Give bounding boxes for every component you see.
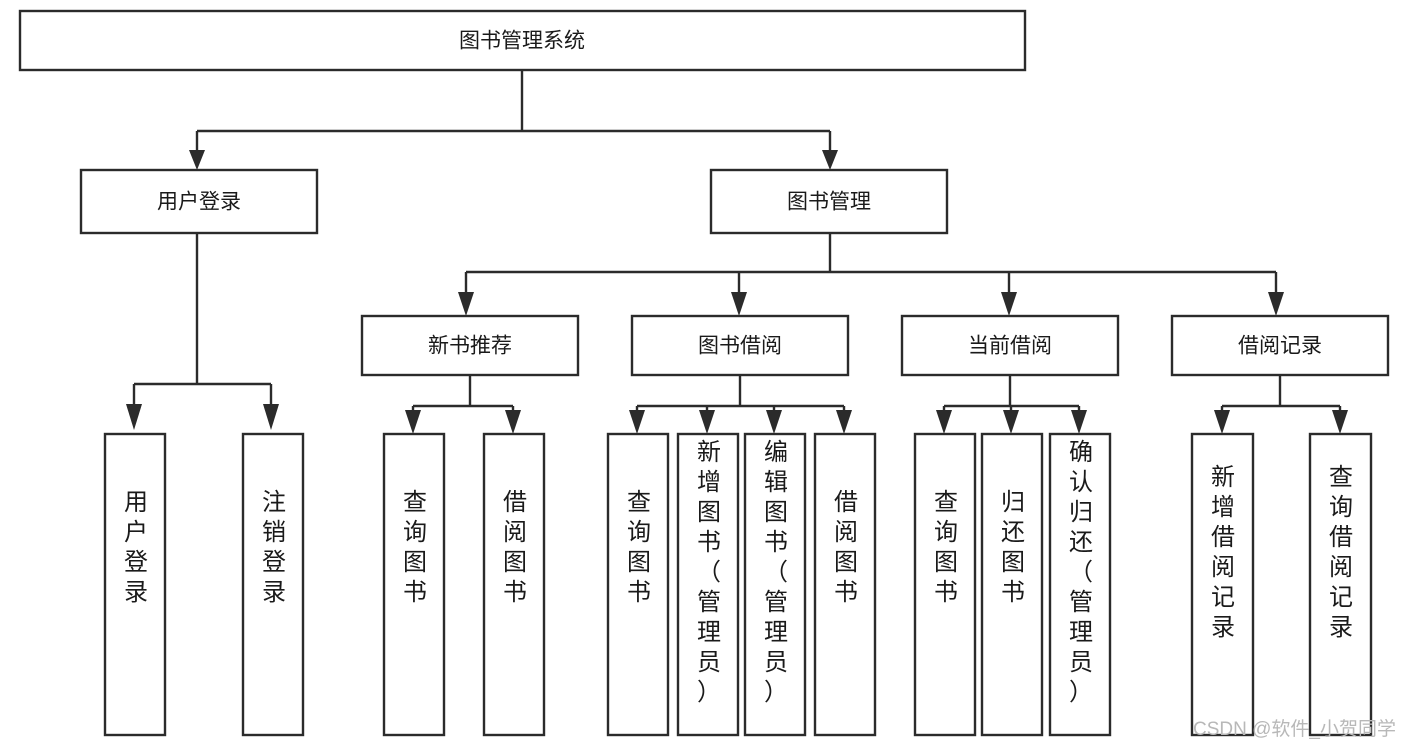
node-leaf-user-login-label: 用户登录 [124,489,148,606]
node-root[interactable]: 图书管理系统 [18,9,1027,72]
node-book-management-label: 图书管理 [787,191,871,214]
arrow-head-leaf-logout-login [263,404,279,430]
arrow-head-borrow-record [1268,292,1284,316]
node-leaf-borrow-book-2[interactable]: 借阅图书 [813,432,877,737]
node-leaf-user-login-box[interactable] [103,432,167,737]
node-leaf-query-book-1[interactable]: 查询图书 [382,432,446,737]
node-leaf-logout-login-box[interactable] [241,432,305,737]
node-user-login[interactable]: 用户登录 [79,168,319,235]
node-leaf-logout-login[interactable]: 注销登录 [241,432,305,737]
node-current-borrow-box[interactable] [900,314,1120,377]
node-leaf-edit-book-box[interactable] [743,432,807,737]
node-leaf-add-book-label: 新增图书（管理员） [697,439,721,706]
node-book-management[interactable]: 图书管理 [709,168,949,235]
connector-layer [126,70,1348,434]
arrow-head-leaf-query-book-3 [936,410,952,434]
node-leaf-return-book[interactable]: 归还图书 [980,432,1044,737]
node-leaf-query-borrow-record[interactable]: 查询借阅记录 [1308,432,1373,737]
node-book-management-box[interactable] [709,168,949,235]
node-leaf-query-book-2-label: 查询图书 [627,489,651,606]
arrow-head-leaf-borrow-book-2 [836,410,852,434]
arrow-head-leaf-borrow-book-1 [505,410,521,434]
node-borrow-record-box[interactable] [1170,314,1390,377]
node-leaf-borrow-book-1[interactable]: 借阅图书 [482,432,546,737]
arrow-head-leaf-query-book-1 [405,410,421,434]
node-leaf-return-book-box[interactable] [980,432,1044,737]
node-new-book-recommend-label: 新书推荐 [428,335,512,358]
node-leaf-query-book-1-box[interactable] [382,432,446,737]
node-borrow-record[interactable]: 借阅记录 [1170,314,1390,377]
node-leaf-query-book-2[interactable]: 查询图书 [606,432,670,737]
arrow-head-user-login [189,150,205,170]
node-leaf-add-borrow-record[interactable]: 新增借阅记录 [1190,432,1255,737]
node-leaf-borrow-book-1-box[interactable] [482,432,546,737]
node-borrow-record-label: 借阅记录 [1238,335,1322,358]
node-leaf-add-book-box[interactable] [676,432,740,737]
arrow-head-leaf-query-borrow-record [1332,410,1348,434]
node-leaf-add-borrow-record-label: 新增借阅记录 [1211,464,1235,641]
arrow-head-leaf-return-book [1003,410,1019,434]
arrow-head-leaf-add-book [699,410,715,434]
arrow-head-leaf-edit-book [766,410,782,434]
node-root-label: 图书管理系统 [459,30,585,53]
arrow-head-book-management [822,150,838,170]
watermark-label: CSDN @软件_小贺同学 [1193,718,1396,740]
node-leaf-query-book-3-box[interactable] [913,432,977,737]
node-leaf-confirm-return[interactable]: 确认归还（管理员） [1048,432,1112,737]
node-leaf-edit-book-label: 编辑图书（管理员） [764,439,788,706]
arrow-head-leaf-confirm-return [1071,410,1087,434]
node-leaf-edit-book[interactable]: 编辑图书（管理员） [743,432,807,737]
node-leaf-query-borrow-record-label: 查询借阅记录 [1329,464,1353,641]
node-book-borrow-label: 图书借阅 [698,335,782,358]
node-leaf-add-borrow-record-box[interactable] [1190,432,1255,737]
node-leaf-borrow-book-2-box[interactable] [813,432,877,737]
node-leaf-query-book-3-label: 查询图书 [934,489,958,606]
node-leaf-query-book-2-box[interactable] [606,432,670,737]
node-leaf-borrow-book-2-label: 借阅图书 [834,489,858,606]
node-leaf-return-book-label: 归还图书 [1001,489,1025,606]
node-leaf-query-book-1-label: 查询图书 [403,489,427,606]
node-user-login-label: 用户登录 [157,191,241,214]
node-leaf-query-book-3[interactable]: 查询图书 [913,432,977,737]
node-leaf-user-login[interactable]: 用户登录 [103,432,167,737]
node-leaf-confirm-return-label: 确认归还（管理员） [1069,439,1093,706]
node-root-box[interactable] [18,9,1027,72]
node-current-borrow[interactable]: 当前借阅 [900,314,1120,377]
node-leaf-borrow-book-1-label: 借阅图书 [503,489,527,606]
node-user-login-box[interactable] [79,168,319,235]
node-new-book-recommend[interactable]: 新书推荐 [360,314,580,377]
arrow-head-current-borrow [1001,292,1017,316]
node-leaf-query-borrow-record-box[interactable] [1308,432,1373,737]
node-leaf-logout-login-label: 注销登录 [262,489,286,606]
node-book-borrow[interactable]: 图书借阅 [630,314,850,377]
node-book-borrow-box[interactable] [630,314,850,377]
node-new-book-recommend-box[interactable] [360,314,580,377]
arrow-head-book-borrow [731,292,747,316]
node-leaf-add-book[interactable]: 新增图书（管理员） [676,432,740,737]
arrow-head-leaf-user-login [126,404,142,430]
arrow-head-new-book-recommend [458,292,474,316]
node-current-borrow-label: 当前借阅 [968,335,1052,358]
node-leaf-confirm-return-box[interactable] [1048,432,1112,737]
arrow-head-leaf-add-borrow-record [1214,410,1230,434]
arrow-head-leaf-query-book-2 [629,410,645,434]
